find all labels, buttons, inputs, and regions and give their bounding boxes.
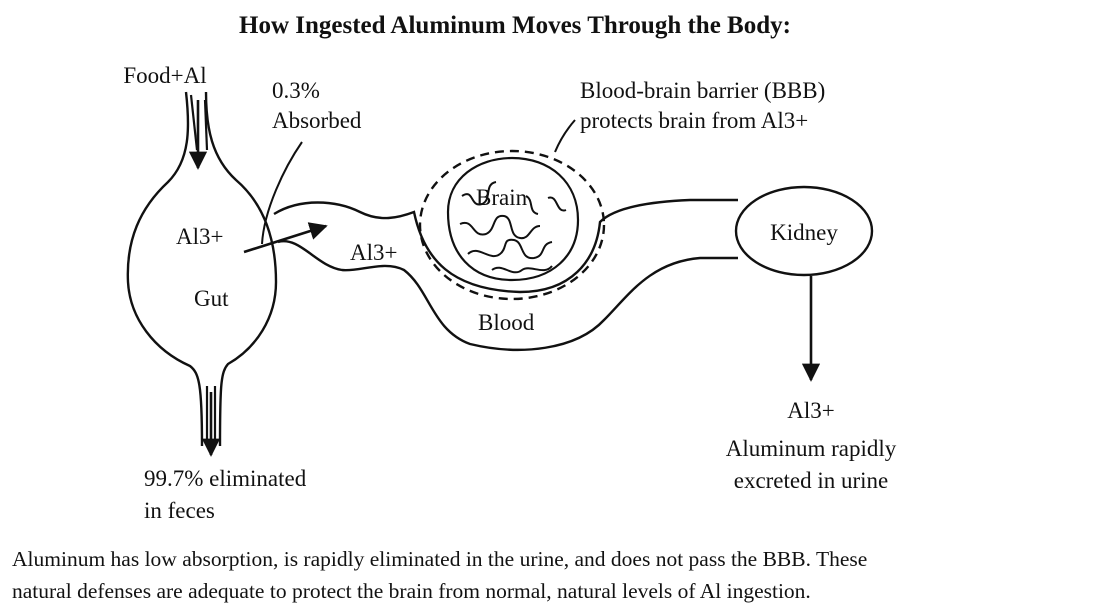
- food-flow-line: [191, 95, 197, 150]
- absorbed-percent-label: 0.3%: [272, 78, 320, 103]
- urine-label-line1: Aluminum rapidly: [726, 436, 897, 461]
- bbb-label-line1: Blood-brain barrier (BBB): [580, 78, 825, 103]
- brain-outline: [448, 158, 578, 280]
- absorbed-label: Absorbed: [272, 108, 362, 133]
- gut-outline-right: [206, 92, 276, 446]
- brain-label: Brain: [476, 185, 528, 210]
- caption-line2: natural defenses are adequate to protect…: [12, 579, 811, 603]
- gut-outline: [128, 92, 202, 446]
- caption-line1: Aluminum has low absorption, is rapidly …: [12, 547, 867, 571]
- absorption-arrow: [244, 226, 326, 252]
- blood-vessel-upper: [274, 200, 738, 292]
- diagram-title: How Ingested Aluminum Moves Through the …: [239, 12, 791, 39]
- gut-label: Gut: [194, 286, 229, 311]
- bbb-label-line2: protects brain from Al3+: [580, 108, 808, 133]
- gut-al-label: Al3+: [176, 224, 223, 249]
- feces-label-line1: 99.7% eliminated: [144, 466, 307, 491]
- food-al-label: Food+Al: [123, 63, 206, 88]
- urine-al-label: Al3+: [787, 398, 834, 423]
- bbb-pointer: [555, 120, 575, 152]
- blood-brain-barrier: [420, 151, 604, 299]
- urine-label-line2: excreted in urine: [734, 468, 889, 493]
- blood-label: Blood: [478, 310, 535, 335]
- blood-al-label: Al3+: [350, 240, 397, 265]
- feces-label-line2: in feces: [144, 498, 215, 523]
- kidney-label: Kidney: [770, 220, 838, 245]
